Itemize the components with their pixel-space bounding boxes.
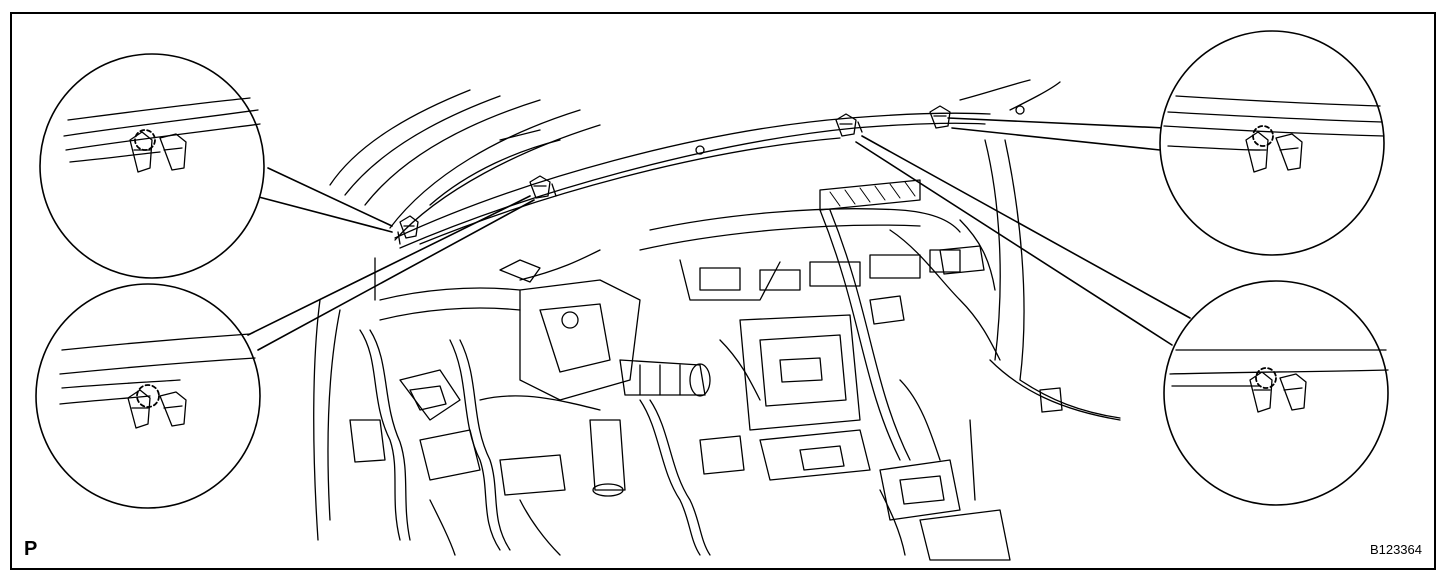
steering-column bbox=[589, 359, 711, 497]
clip-2 bbox=[529, 175, 557, 199]
clip-3 bbox=[835, 113, 863, 137]
corner-label: P bbox=[24, 538, 38, 560]
callout-lower-left bbox=[35, 283, 261, 509]
leader-lines bbox=[247, 117, 1191, 351]
wire-harness-left bbox=[349, 329, 601, 556]
instrument-panel-reinforcement bbox=[379, 179, 961, 401]
clip-4 bbox=[929, 105, 951, 129]
callout-lower-right bbox=[1163, 280, 1389, 506]
callout-upper-left bbox=[39, 53, 265, 279]
callout-upper-right bbox=[1159, 30, 1385, 256]
rail-clips bbox=[397, 105, 951, 245]
figure-code: B123364 bbox=[1369, 542, 1422, 557]
clip-1 bbox=[397, 215, 419, 245]
center-stack bbox=[739, 314, 1011, 561]
windshield-pillar-lines bbox=[313, 89, 601, 541]
right-pillar bbox=[959, 79, 1121, 421]
wire-harness-right bbox=[639, 209, 1063, 556]
